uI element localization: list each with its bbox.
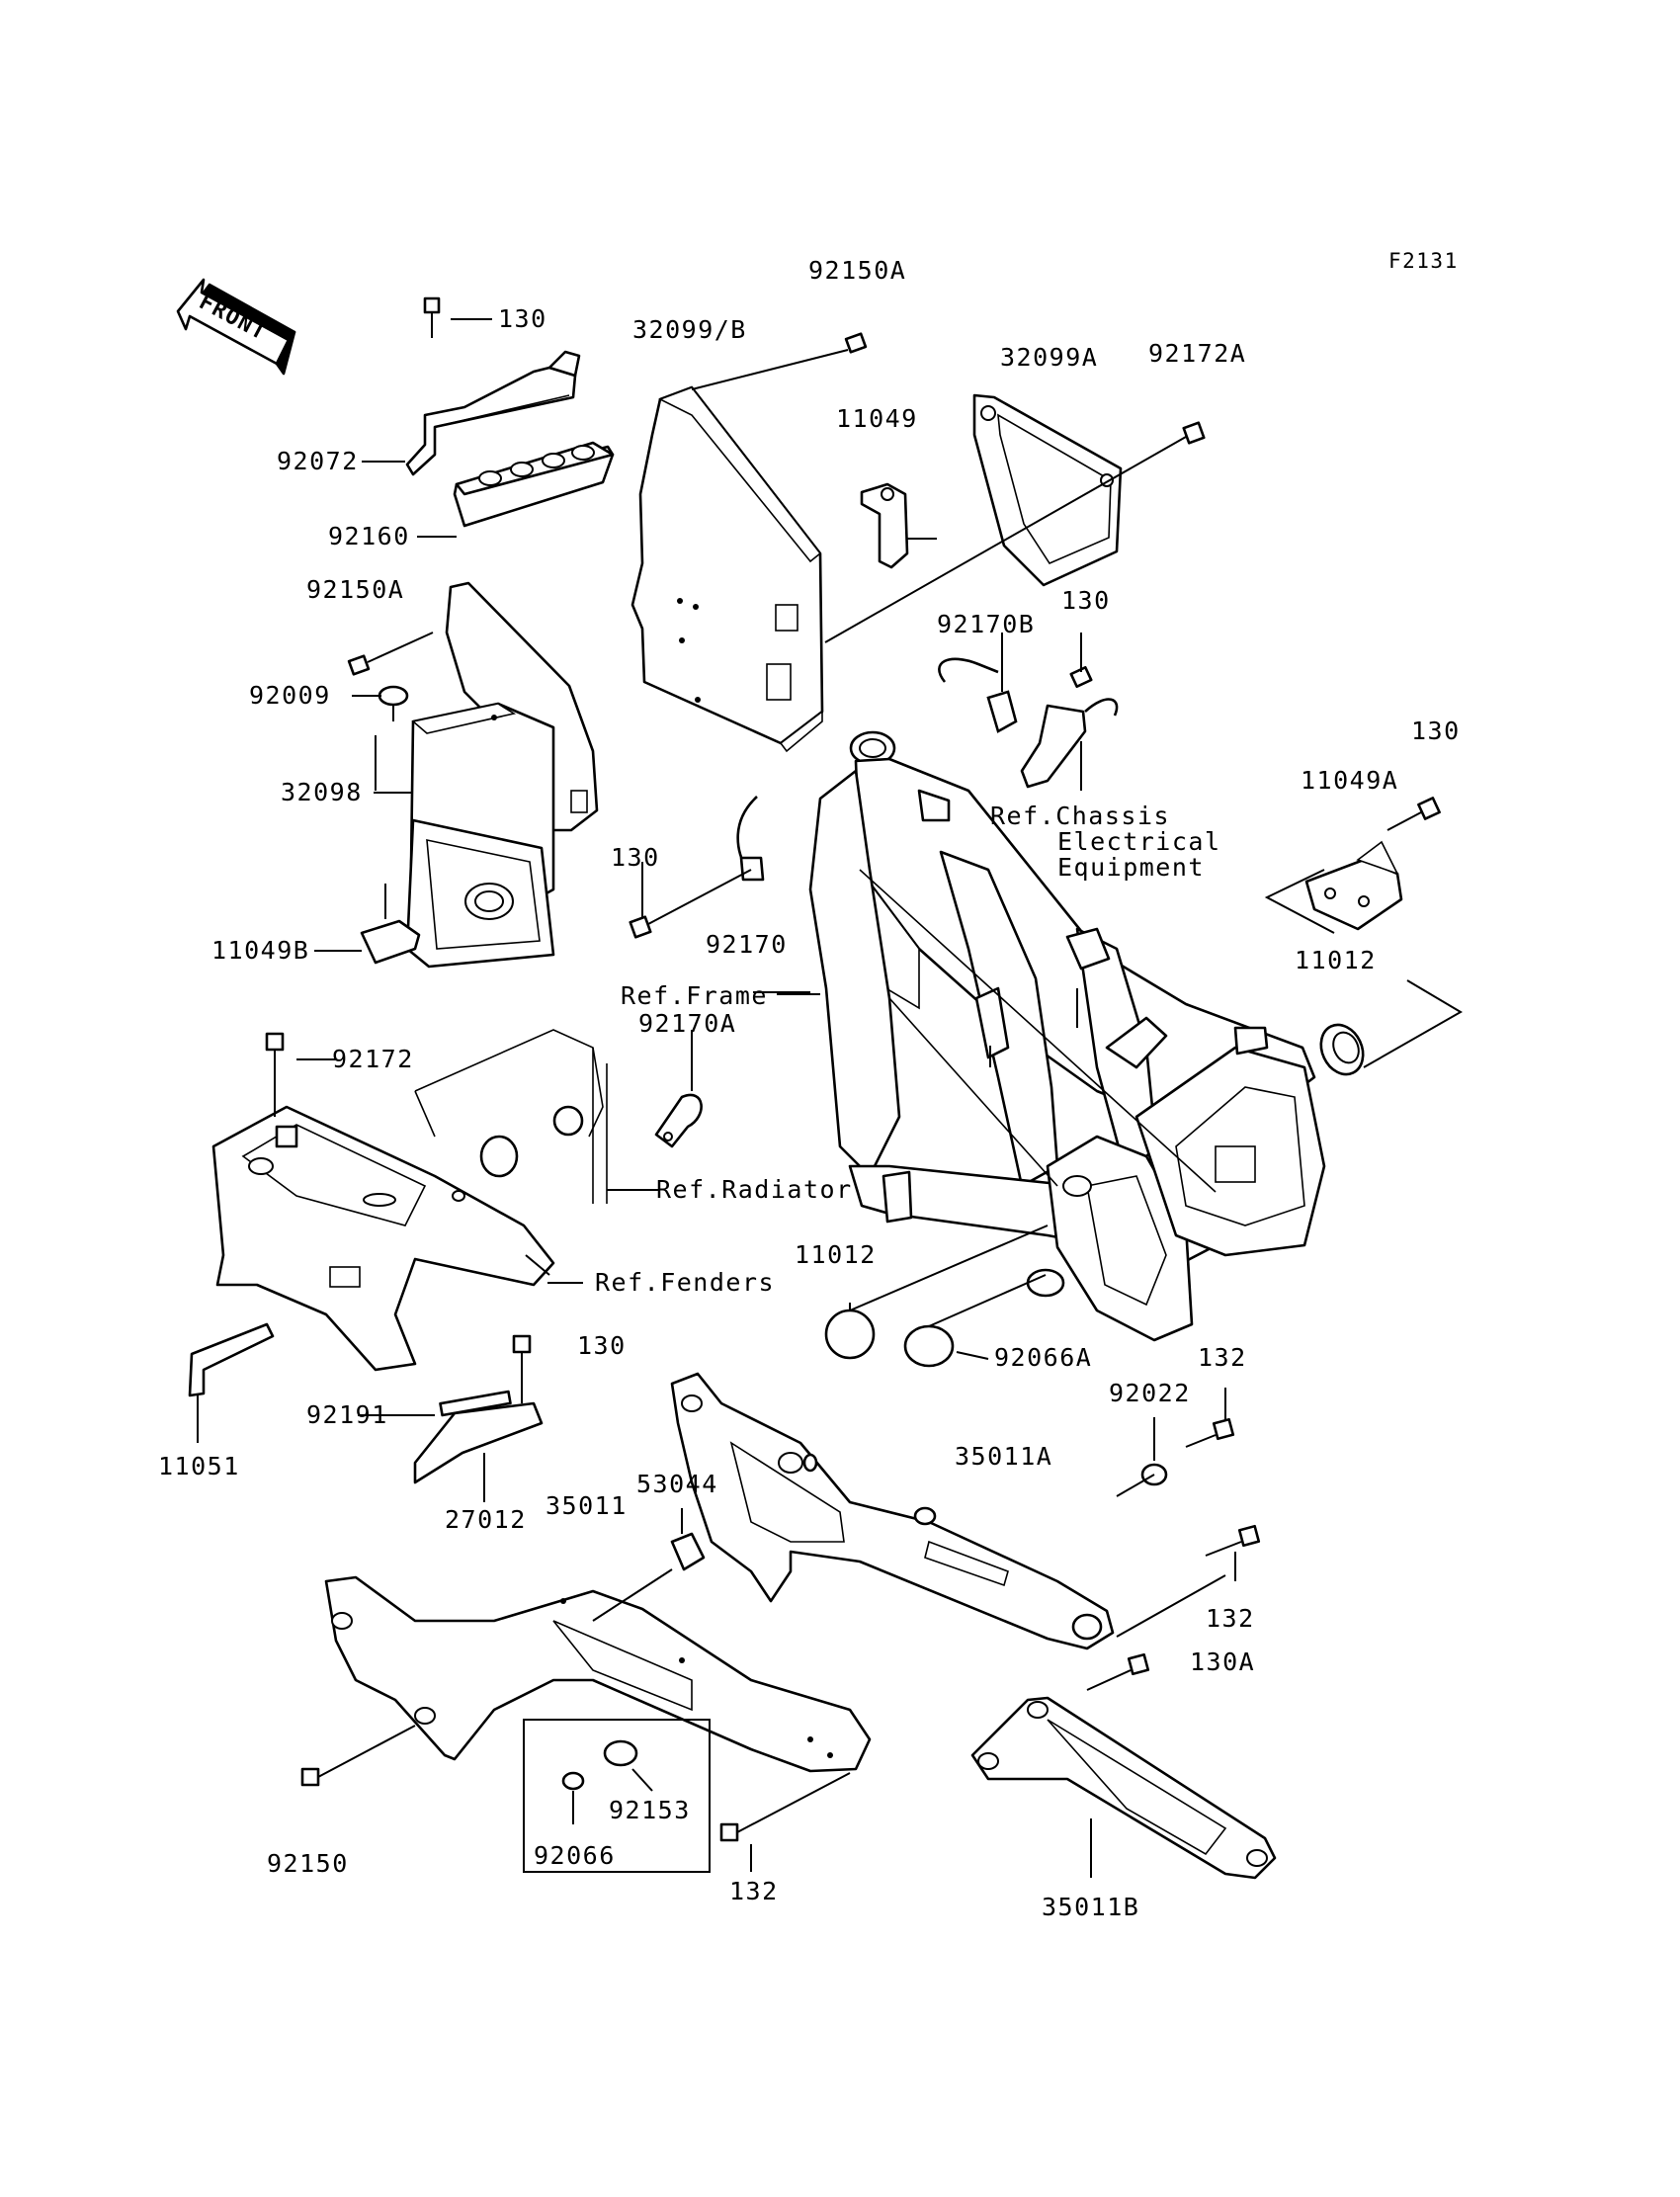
bolt-132-mid-right [1205,1524,1261,1581]
reference-leaders [525,741,1082,1276]
bracket-11049 [860,482,937,569]
bracket-35011b [970,1652,1277,1880]
callout-27012: 27012 [445,1505,527,1534]
callout-132-bottom: 132 [729,1877,779,1905]
callout-130-mid: 130 [611,843,660,872]
screw-92009 [378,685,409,721]
ref-chassis-line1: Ref.Chassis [990,802,1170,830]
bolt-92150a-top [691,332,868,390]
washer-92022 [1116,1417,1168,1497]
callout-92066a: 92066A [994,1343,1092,1372]
main-frame [808,730,1326,1342]
callout-92170a: 92170A [638,1009,736,1038]
ref-fenders: Ref.Fenders [595,1268,775,1297]
callout-92170b: 92170B [937,610,1035,638]
callout-32098: 32098 [281,778,363,806]
callout-92172a: 92172A [1148,339,1246,368]
bracket-11051 [188,1322,275,1443]
bracket-11049b [360,884,421,965]
ref-frame: Ref.Frame [621,981,768,1010]
bracket-27012 [413,1401,544,1502]
leader-lines [296,318,1078,1416]
screw-92172a [824,421,1206,643]
hook-92170b [938,633,1018,733]
callout-132-upper: 132 [1198,1343,1247,1372]
diagram-code: F2131 [1388,249,1459,273]
reference-labels: Ref.Chassis Electrical Equipment Ref.Fra… [595,802,1221,1297]
callout-11049b: 11049B [211,936,309,965]
callout-92150a-left: 92150A [306,575,404,604]
callout-92170: 92170 [706,930,788,959]
callout-11051: 11051 [158,1452,240,1480]
pin-92191 [439,1390,512,1417]
clamp-92170a [654,1030,703,1148]
bolt-92150a-left [347,632,434,676]
radiator-reference [414,1029,658,1204]
bolt-92150 [300,1725,416,1787]
battery-tray [405,818,555,969]
guard-35011 [324,1575,872,1773]
cap-92066a [903,1274,1047,1368]
inset-box [523,1719,711,1873]
callout-130-right: 130 [1411,717,1461,745]
callout-35011b: 35011B [1042,1893,1139,1921]
ref-chassis-line2: Electrical [1057,827,1221,856]
callout-92066: 92066 [534,1841,616,1870]
callout-92153: 92153 [609,1796,691,1824]
callout-32099b: 32099/B [632,315,747,344]
clip-92170 [736,796,765,882]
callout-92160: 92160 [328,522,410,550]
callout-92172: 92172 [332,1045,414,1073]
callout-11049a: 11049A [1301,766,1398,795]
callout-92009: 92009 [249,681,331,710]
callout-92072: 92072 [277,447,359,475]
side-cover-32099a [972,393,1123,587]
screw-92172 [265,1032,285,1117]
callout-32099a: 32099A [1000,343,1098,372]
callout-53044: 53044 [636,1470,718,1498]
grommet-53044 [592,1508,706,1622]
callout-92150: 92150 [267,1849,349,1878]
side-cover-32099b [630,385,824,753]
callout-130-top: 130 [498,304,547,333]
guard-35011a [670,1372,1226,1650]
electrical-bracket [1020,633,1119,789]
callout-35011: 35011 [546,1491,628,1520]
callout-35011a: 35011A [955,1442,1052,1471]
grommet-strip-92160 [453,441,615,528]
callout-132-mid: 132 [1206,1604,1255,1633]
bracket-92072 [405,296,581,476]
callout-11049: 11049 [836,404,918,433]
callout-130-lower: 130 [577,1331,627,1360]
callout-92191: 92191 [306,1400,388,1429]
bolt-132-upper-right [1185,1388,1235,1448]
bolt-130-mid [629,869,752,939]
callout-130-upper: 130 [1061,586,1111,615]
bolt-132-bottom [719,1772,851,1872]
bolt-130-lower [512,1334,532,1403]
callout-92022: 92022 [1109,1379,1191,1407]
callout-labels: 92150A 32099/B 130 32099A 92172A 11049 9… [158,256,1461,1921]
reservoir-tank [211,1105,555,1372]
bracket-11049a [1264,797,1441,934]
ref-chassis-line3: Equipment [1057,853,1205,882]
callout-11012-left: 11012 [795,1240,877,1269]
callout-11012-right: 11012 [1295,946,1377,974]
seal-11012-right [1319,979,1463,1076]
callout-130a: 130A [1190,1648,1255,1676]
ref-radiator: Ref.Radiator [656,1175,853,1204]
callout-92150a-top: 92150A [808,256,906,285]
front-arrow-icon: FRONT [176,278,296,376]
